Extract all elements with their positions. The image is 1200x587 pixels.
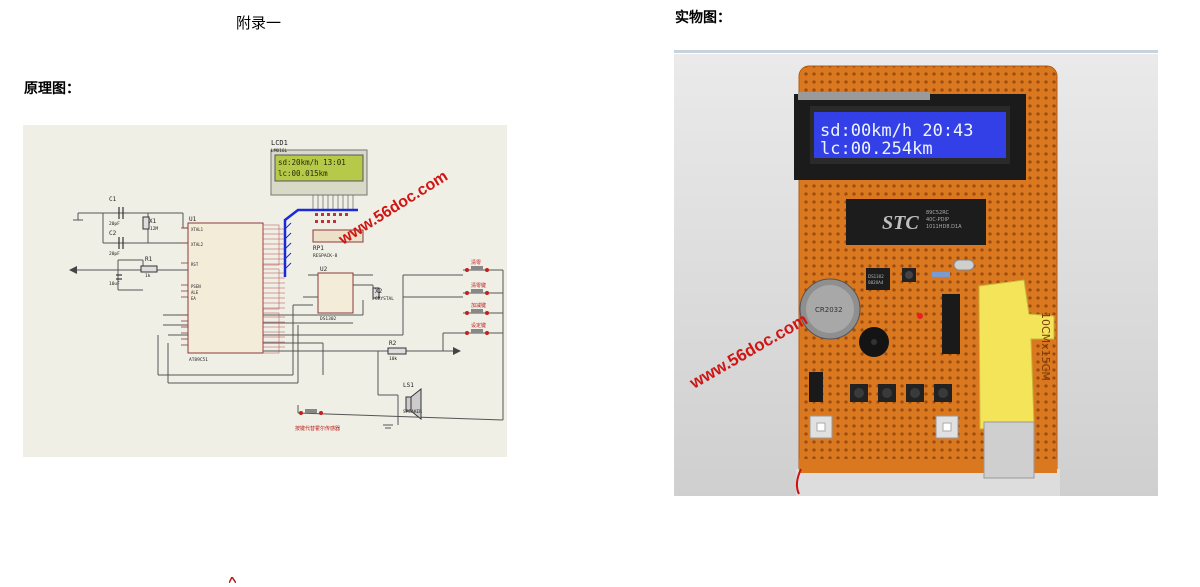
photo-lcd-line2: lc:00.254km	[820, 139, 933, 159]
pin-ale: ALE	[191, 290, 199, 295]
schem-lcd-line1: sd:20km/h 13:01	[278, 158, 346, 167]
mcu-pin-ticks	[263, 228, 285, 348]
regulator	[809, 372, 823, 402]
schematic-labels: LCD1 LM016L U1 AT89C51 U2 DS1302 RP1 RES…	[109, 139, 422, 415]
resistor-r2	[387, 347, 407, 355]
appendix-title: 附录一	[236, 14, 282, 32]
stray-mark	[228, 568, 237, 584]
crystal-x2	[372, 287, 380, 299]
mcu-pins	[181, 227, 188, 346]
x1-val: 12M	[150, 226, 158, 232]
btn2-label: 清零键	[471, 282, 486, 289]
ls1-part: SPEAKER	[403, 409, 422, 415]
x2-val: CRYSTAL	[375, 296, 394, 302]
btn3-label: 加减键	[471, 302, 486, 309]
schematic-svg: LCD1 LM016L U1 AT89C51 U2 DS1302 RP1 RES…	[69, 139, 504, 432]
c2-ref: C2	[109, 230, 117, 237]
hardware-photo: sd:00km/h 20:43 lc:00.254km STC 89C52RC …	[674, 54, 1158, 496]
chip-text1: 89C52RC	[926, 210, 949, 216]
r1-val: 1k	[145, 273, 151, 279]
red-wire	[795, 468, 802, 495]
photo-svg: sd:00km/h 20:43 lc:00.254km STC 89C52RC …	[674, 54, 1158, 496]
lcd-ref: LCD1	[271, 139, 288, 147]
mcu-part: AT89C51	[189, 357, 208, 363]
photo-lcd-line1: sd:00km/h 20:43	[820, 121, 974, 141]
button-dots	[299, 268, 489, 415]
board-size-text: 10CMx15CM	[1039, 312, 1052, 381]
chip-text3: 1011HD8.D1A	[926, 224, 962, 230]
photo-top-divider	[674, 50, 1158, 53]
speaker	[405, 396, 412, 412]
r2-val: 10k	[389, 356, 397, 362]
rtc-text2: 0820A4	[868, 280, 884, 285]
schem-lcd-line2: lc:00.015km	[278, 169, 328, 178]
rp-ref: RP1	[313, 245, 324, 252]
mcu-chip	[187, 222, 264, 354]
bus-taps	[284, 222, 292, 270]
r1-ref: R1	[145, 256, 153, 263]
stray-mark-svg	[228, 575, 237, 584]
lcd-pin-dots	[315, 213, 348, 223]
rtc-chip	[317, 272, 354, 314]
photo-crystal	[953, 259, 975, 271]
red-led	[917, 313, 923, 319]
schematic-diagram: LCD1 LM016L U1 AT89C51 U2 DS1302 RP1 RES…	[23, 125, 507, 457]
crystal-x1	[142, 216, 150, 230]
rtc-text1: DS1302	[868, 274, 884, 279]
c3-val: 10uF	[109, 281, 120, 287]
photo-label: 实物图：	[675, 10, 731, 26]
mcu-right-pins	[262, 224, 280, 354]
lcd-screen	[274, 154, 364, 182]
pin-psen: PSEN	[191, 284, 201, 289]
resistor-r1	[140, 265, 158, 273]
photo-resistor	[932, 272, 950, 277]
chip-brand: STC	[882, 212, 919, 234]
capacitors	[116, 207, 124, 280]
pin-xtal1: XTAL1	[191, 227, 204, 232]
rtc-ref: U2	[320, 266, 328, 273]
x1-ref: X1	[149, 218, 157, 225]
lcd-pins	[312, 195, 354, 210]
respack	[312, 229, 364, 243]
coin-battery-face	[806, 285, 854, 333]
motor-driver	[942, 294, 960, 354]
lcd-header-pins	[798, 92, 930, 100]
c2-val: 20pF	[109, 251, 120, 257]
photo-mcu-chip	[846, 199, 986, 245]
buttons	[305, 266, 483, 413]
btn1-label: 清零	[471, 259, 481, 266]
c1-ref: C1	[109, 196, 117, 203]
lcd-blue-screen	[814, 112, 1006, 158]
chip-text2: 40C-PDIP	[926, 217, 949, 223]
c1-val: 20pF	[109, 221, 120, 227]
sensor-label: 按键代替霍尔传感器	[295, 425, 340, 432]
schematic-wires	[73, 212, 504, 429]
rp-part: RESPACK-8	[313, 253, 338, 259]
battery-text: CR2032	[815, 306, 843, 314]
r2-ref: R2	[389, 340, 397, 347]
mcu-ref: U1	[189, 216, 197, 223]
button-labels: 清零 清零键 加减键 设定键 按键代替霍尔传感器	[295, 259, 486, 432]
motor-body	[983, 421, 1035, 479]
power-arrow-right	[453, 347, 461, 355]
pin-ea: EA	[191, 296, 196, 301]
pin-rst: RST	[191, 262, 199, 267]
btn4-label: 设定键	[471, 322, 486, 329]
x2-ref: X2	[375, 288, 383, 295]
photo-buttons	[809, 384, 959, 439]
pin-xtal2: XTAL2	[191, 242, 204, 247]
speaker-cone	[410, 387, 422, 421]
ls1-ref: LS1	[403, 382, 414, 389]
photo-rtc-chip	[866, 268, 890, 290]
schematic-label: 原理图：	[24, 81, 80, 97]
power-arrow	[69, 266, 77, 274]
rtc-part: DS1302	[320, 316, 337, 322]
lcd-part: LM016L	[271, 148, 288, 154]
